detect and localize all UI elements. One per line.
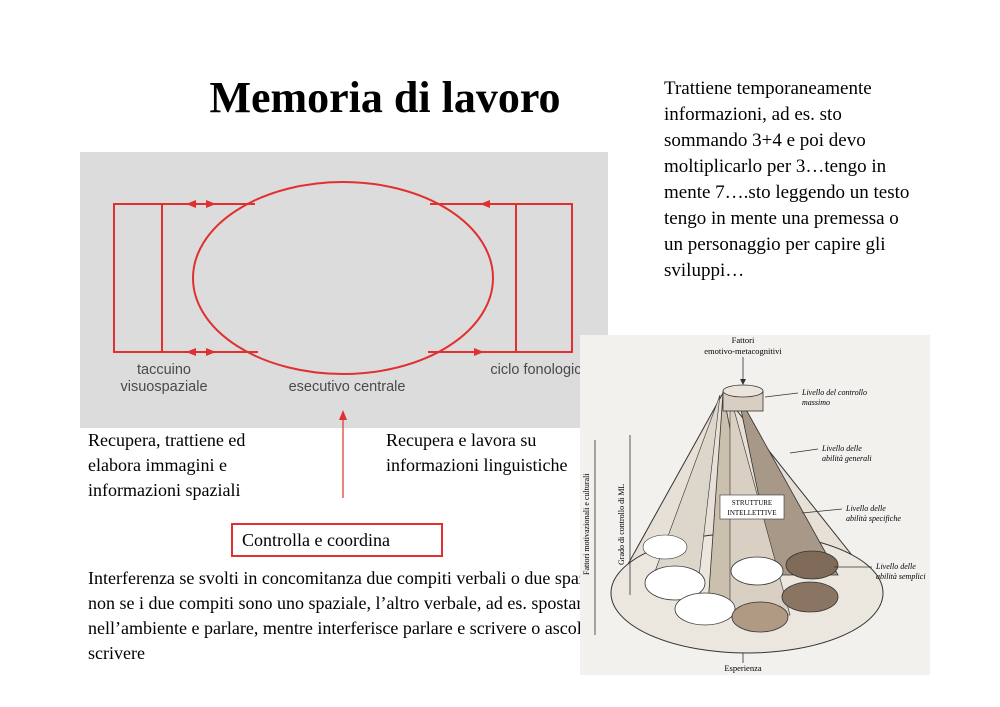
- arrow-right-top: [480, 200, 490, 208]
- phonological-box-outer: [515, 203, 573, 353]
- central-executive-ellipse: [192, 181, 494, 375]
- visuospatial-box-outer: [113, 203, 163, 353]
- cone-level-4a: Livello delle: [875, 562, 916, 571]
- visuospatial-sketchpad-label: taccuino visuospaziale: [120, 362, 208, 395]
- page-title: Memoria di lavoro: [209, 73, 561, 122]
- cone-level-4b: abilità semplici: [876, 572, 926, 581]
- cone-top-label-1: Fattori: [732, 335, 755, 345]
- interference-note: Interferenza se svolti in concomitanza d…: [88, 568, 641, 663]
- cone-mid-axis-label: Grado di controllo di ML: [617, 484, 626, 565]
- cone-top-label-2: emotivo-metacognitivi: [704, 346, 782, 356]
- arrow-left-top-1: [186, 200, 196, 208]
- cone-left-axis-label: Fattori motivazionali e culturali: [582, 473, 591, 575]
- arrow-left-bottom-1: [186, 348, 196, 356]
- cone-center-label-1: STRUTTURE: [732, 499, 772, 507]
- cone-level-1b: massimo: [802, 398, 830, 407]
- cone-bottom-label: Esperienza: [724, 663, 762, 673]
- cone-center-label-2: INTELLETTIVE: [728, 509, 777, 517]
- cone-level-3a: Livello delle: [845, 504, 886, 513]
- arrow-left-bottom-2: [206, 348, 216, 356]
- side-note: Trattiene temporaneamente informazioni, …: [664, 78, 910, 281]
- arrow-left-top-2: [206, 200, 216, 208]
- cone-level-2a: Livello delle: [821, 444, 862, 453]
- central-executive-label: esecutivo centrale: [288, 379, 406, 395]
- cone-level-1a: Livello del controllo: [801, 388, 867, 397]
- control-coordinate-box: Controlla e coordina: [231, 523, 443, 557]
- cone-level-3b: abilità specifiche: [846, 514, 901, 523]
- phonological-loop-label: ciclo fonologico: [490, 362, 590, 378]
- cone-level-2b: abilità generali: [822, 454, 872, 463]
- working-memory-diagram-panel: [80, 152, 608, 428]
- visuospatial-note: Recupera, trattiene ed elabora immagini …: [88, 430, 246, 500]
- phonological-note: Recupera e lavora su informazioni lingui…: [386, 430, 568, 475]
- control-arrow-head: [339, 410, 347, 420]
- arrow-right-bottom: [474, 348, 484, 356]
- intellectual-structures-cone-diagram: STRUTTURE INTELLETTIVE Fattori emotivo-m…: [580, 335, 930, 675]
